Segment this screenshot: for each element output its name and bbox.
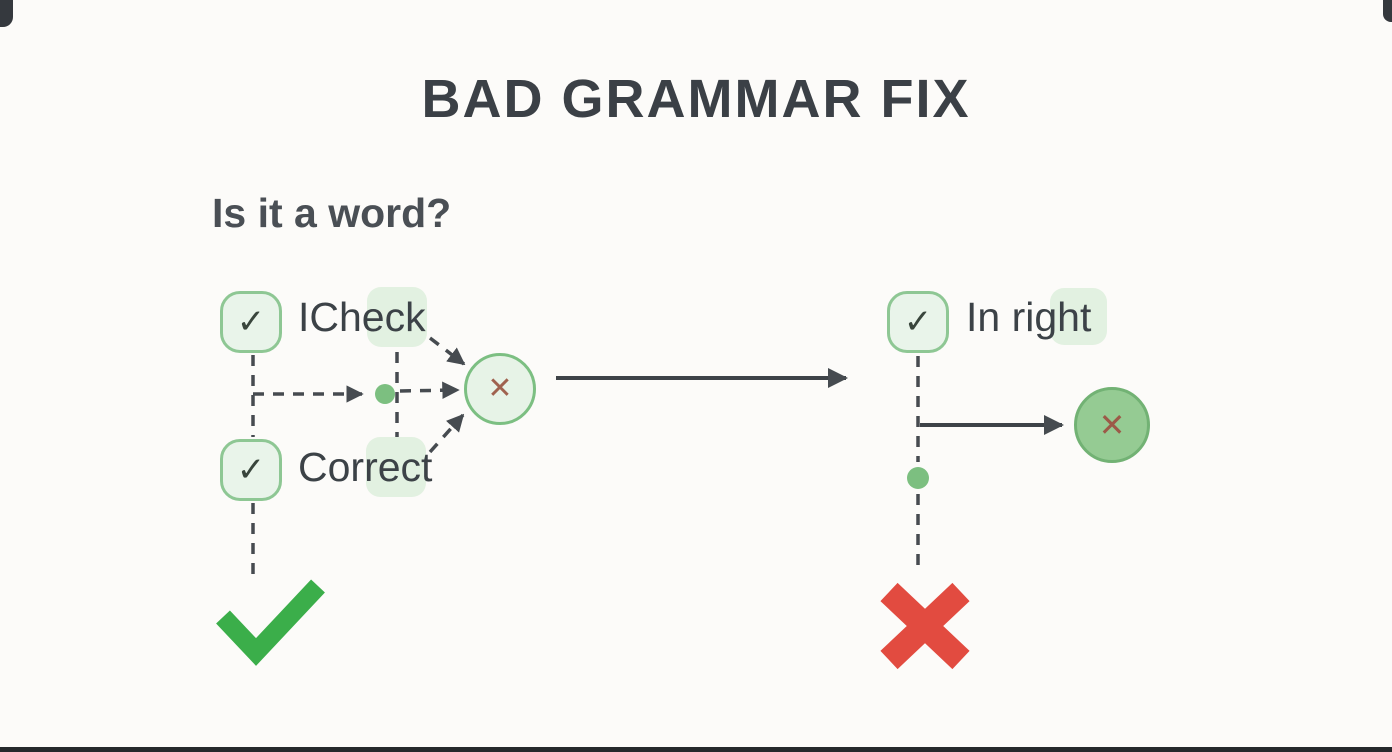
big-check-icon (216, 579, 325, 666)
check-badge-left-top: ✓ (220, 291, 282, 353)
junction-dot-right (907, 467, 929, 489)
dashed-arrow-lower-diagonal (428, 413, 465, 454)
cross-circle-right: ✕ (1074, 387, 1150, 463)
check-icon: ✓ (236, 302, 266, 342)
check-icon: ✓ (903, 302, 933, 342)
cross-icon: ✕ (1098, 406, 1126, 444)
question-label: Is it a word? (212, 190, 452, 236)
dashed-arrow-middle (399, 381, 460, 400)
node-label-inright: In right (966, 294, 1092, 340)
check-badge-left-bottom: ✓ (220, 439, 282, 501)
label-highlight-inright (1050, 288, 1107, 345)
frame-corner-artifact-left (0, 0, 13, 27)
check-badge-right: ✓ (887, 291, 949, 353)
label-highlight-icheck (367, 287, 427, 347)
cross-circle-left: ✕ (464, 353, 536, 425)
frame-corner-artifact-right (1383, 0, 1392, 22)
frame-bottom-edge (0, 747, 1392, 752)
cross-icon: ✕ (487, 371, 513, 406)
check-icon: ✓ (236, 450, 266, 490)
junction-dot-left (375, 384, 395, 404)
label-highlight-correct (366, 437, 426, 497)
dashed-arrow-upper-diagonal (428, 336, 466, 366)
page-title: BAD GRAMMAR FIX (421, 69, 971, 129)
big-x-icon (880, 582, 970, 670)
node-label-correct: Correct (298, 444, 433, 490)
node-label-icheck: ICheck (298, 294, 426, 340)
